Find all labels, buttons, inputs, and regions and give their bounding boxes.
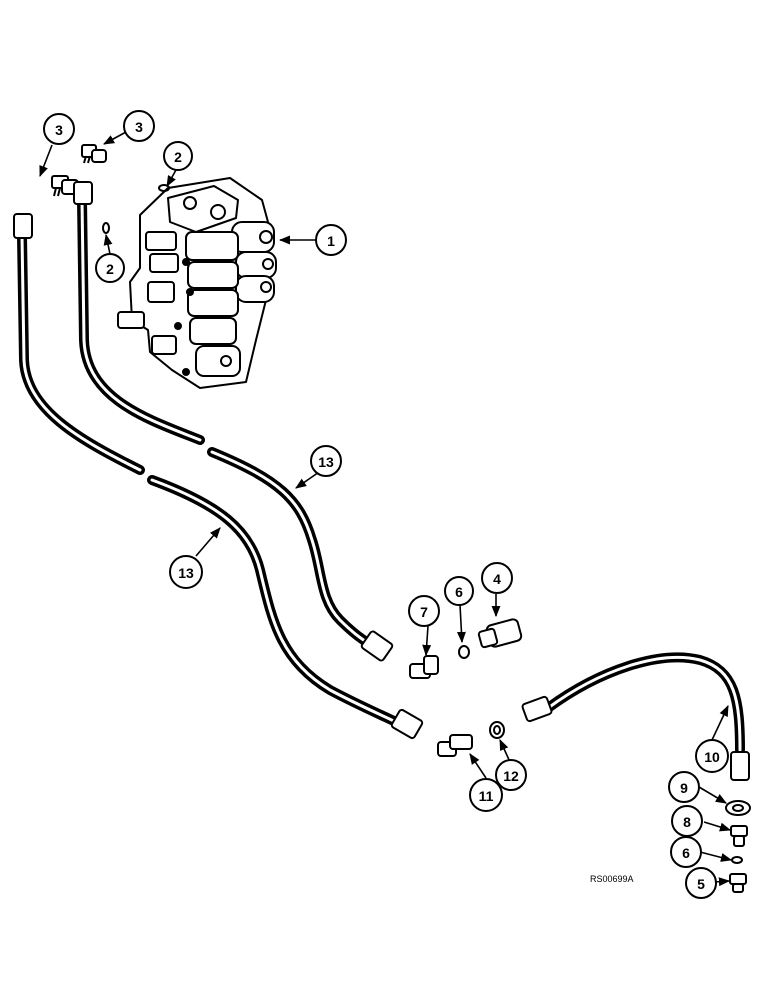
callout-3: 3 (55, 122, 63, 138)
leader-arrows (39, 131, 733, 887)
callout-1: 1 (327, 233, 335, 249)
hose-upper (73, 181, 394, 662)
callout-10: 10 (704, 749, 720, 765)
adapter-fitting-7 (409, 655, 439, 679)
callout-13: 13 (318, 454, 334, 470)
hose-right (521, 652, 750, 781)
callout-3: 3 (135, 119, 143, 135)
hose-lower (13, 213, 424, 740)
callout-13: 13 (178, 565, 194, 581)
callout-8: 8 (683, 814, 691, 830)
elbow-fitting-right (81, 144, 107, 164)
o-ring-6-lower (731, 856, 743, 864)
reference-code: RS00699A (590, 874, 634, 884)
connector-8 (730, 825, 748, 847)
callout-4: 4 (493, 571, 501, 587)
callout-9: 9 (680, 780, 688, 796)
callout-7: 7 (420, 604, 428, 620)
callout-6: 6 (455, 584, 463, 600)
callout-12: 12 (503, 768, 519, 784)
elbow-fitting-11 (437, 734, 473, 757)
callouts (43, 110, 729, 899)
callout-2: 2 (106, 261, 114, 277)
nut-12 (489, 721, 505, 739)
quick-coupler (477, 618, 523, 649)
callout-2: 2 (174, 149, 182, 165)
callout-6: 6 (682, 845, 690, 861)
o-ring-6-upper (458, 645, 470, 659)
callout-5: 5 (697, 876, 705, 892)
o-ring-lower (102, 222, 110, 234)
callout-labels: 1 2 2 3 3 4 5 6 6 7 8 9 10 11 12 13 13 (55, 119, 720, 892)
control-valve-assembly (117, 177, 277, 389)
o-ring-upper (158, 184, 170, 192)
callout-11: 11 (479, 788, 494, 804)
washer-9 (725, 800, 751, 816)
plug-5 (729, 873, 747, 893)
